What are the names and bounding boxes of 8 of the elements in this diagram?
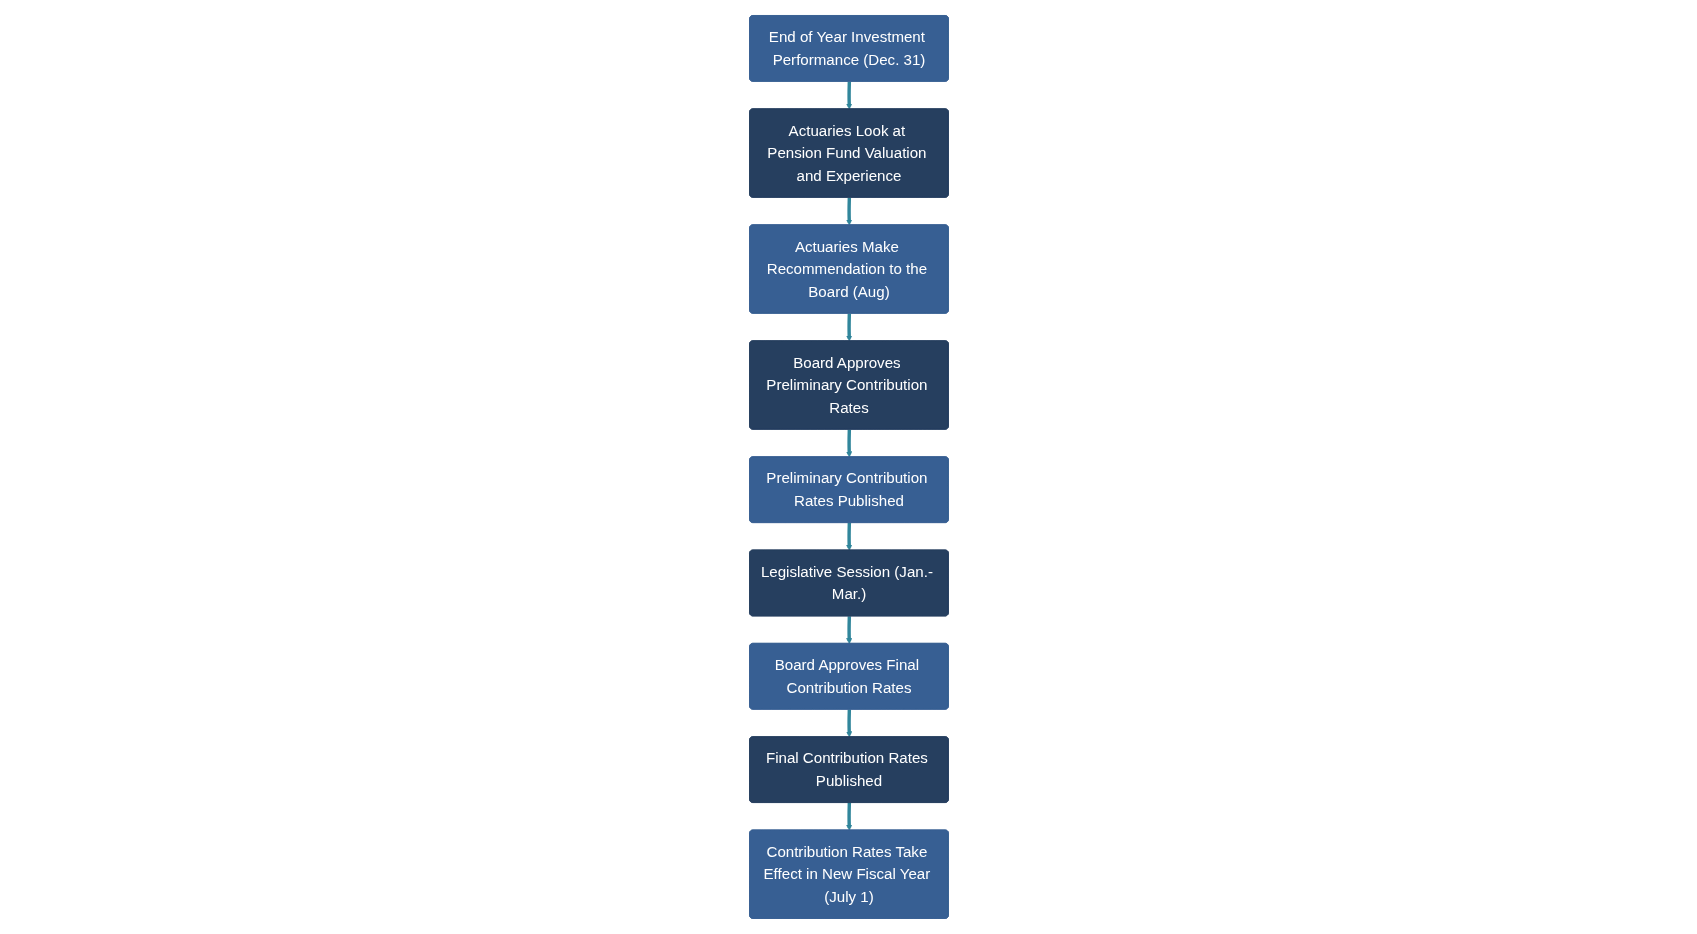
arrow (845, 709, 852, 738)
arrow (845, 81, 852, 110)
arrow (845, 197, 852, 226)
arrow (845, 429, 852, 458)
arrow (845, 522, 852, 551)
arrow (845, 313, 852, 342)
arrow (845, 802, 852, 831)
arrow (845, 616, 852, 644)
